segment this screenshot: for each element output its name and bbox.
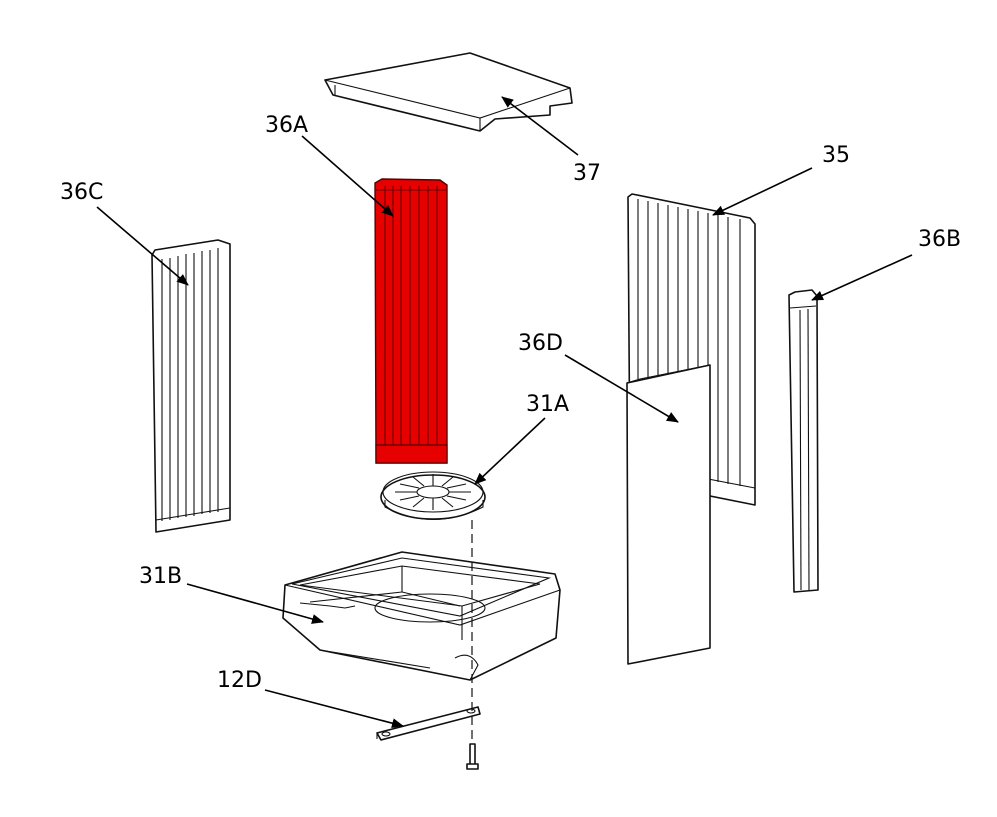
part-36C-left-brick[interactable] (151, 239, 231, 533)
leader-35 (712, 167, 813, 216)
part-31A-grate[interactable] (380, 471, 486, 520)
label-36B: 36B (918, 227, 961, 252)
label-37: 37 (573, 161, 601, 186)
part-37-top-plate[interactable] (324, 52, 573, 132)
leader-36B (811, 254, 913, 301)
leader-36C (96, 206, 189, 286)
leader-37 (501, 96, 579, 156)
leader-31A (474, 417, 546, 485)
label-36A: 36A (265, 113, 308, 138)
label-31A: 31A (526, 392, 569, 417)
label-36D: 36D (518, 331, 563, 356)
leader-lines (96, 96, 913, 729)
label-31B: 31B (139, 564, 182, 589)
part-12D-bar[interactable] (376, 706, 481, 741)
leader-31B (186, 583, 324, 624)
screw (466, 520, 479, 770)
part-31B-base-tray[interactable] (282, 551, 561, 681)
leader-12D (264, 689, 404, 729)
leader-36D (564, 354, 679, 423)
part-36B-narrow-brick[interactable] (788, 289, 819, 593)
leader-36A (301, 135, 394, 217)
part-36A-back-brick[interactable] (374, 178, 448, 464)
part-labels: 37 36A 36C 35 36B 36D 31A 31B 12D (60, 113, 961, 693)
part-36D-front-pillar[interactable] (626, 364, 711, 665)
label-35: 35 (822, 143, 850, 168)
label-36C: 36C (60, 180, 103, 205)
label-12D: 12D (217, 668, 262, 693)
